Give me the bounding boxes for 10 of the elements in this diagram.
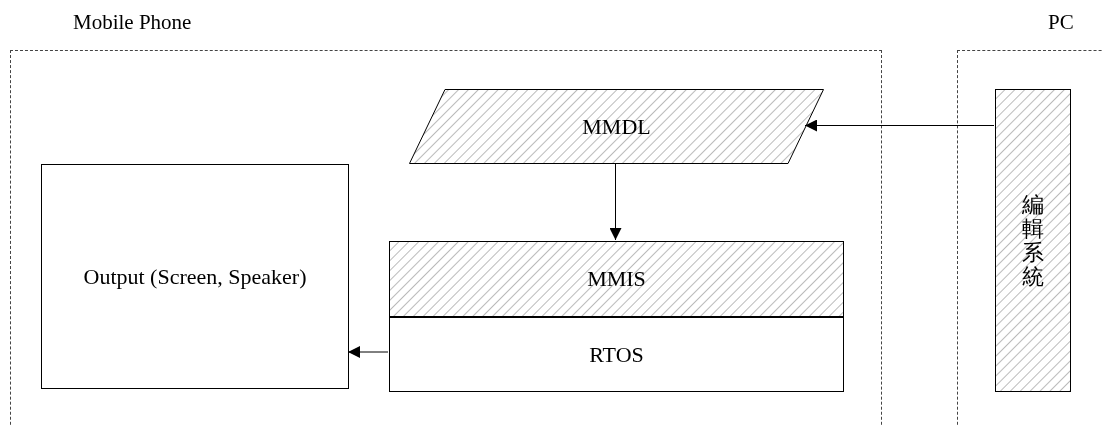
arrow <box>804 119 995 132</box>
box-label: Output (Screen, Speaker) <box>82 263 308 290</box>
box-label: MMIS <box>586 265 647 293</box>
box-label: MMDL <box>581 113 652 140</box>
box-label: 編輯系統 <box>1022 192 1044 289</box>
arrow <box>347 346 389 358</box>
region-title: Mobile Phone <box>73 10 192 35</box>
box-label: RTOS <box>588 341 645 368</box>
region-title: PC <box>1048 10 1074 35</box>
arrow <box>609 162 622 241</box>
